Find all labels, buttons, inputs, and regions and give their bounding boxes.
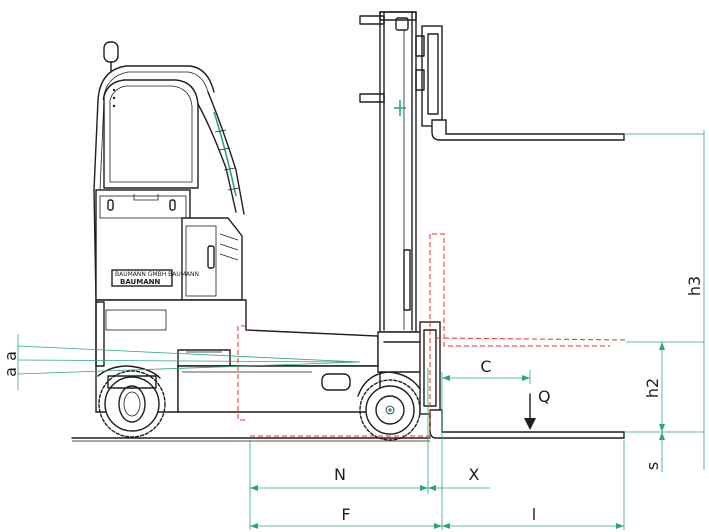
label-s: s bbox=[643, 462, 662, 470]
label-C: C bbox=[480, 357, 491, 376]
name-plate: BAUMANN GMBH BAUMANN BAUMANN bbox=[111, 269, 199, 287]
raised-carriage bbox=[415, 25, 625, 141]
label-a-1: a bbox=[1, 351, 20, 361]
label-h2: h2 bbox=[643, 378, 662, 398]
label-l: l bbox=[532, 505, 536, 524]
label-X: X bbox=[469, 465, 480, 484]
plate-brand: BAUMANN bbox=[120, 278, 160, 286]
length-dimensions bbox=[249, 368, 625, 530]
label-Q: Q bbox=[538, 387, 551, 406]
lowered-fork-outline bbox=[237, 233, 627, 438]
label-N: N bbox=[334, 465, 346, 484]
label-a-2: a bbox=[1, 367, 20, 377]
ground-line bbox=[71, 437, 431, 442]
label-F: F bbox=[341, 505, 350, 524]
height-dimensions bbox=[624, 130, 705, 472]
mast bbox=[359, 11, 437, 373]
label-h3: h3 bbox=[685, 276, 704, 296]
front-wheel bbox=[357, 371, 425, 441]
tilt-angle-lines bbox=[17, 334, 361, 390]
operator-cab bbox=[93, 41, 245, 301]
load-center bbox=[442, 370, 536, 430]
rear-wheel bbox=[97, 365, 166, 438]
plate-line-1: BAUMANN GMBH BAUMANN bbox=[115, 271, 199, 278]
lowered-carriage bbox=[419, 321, 625, 439]
